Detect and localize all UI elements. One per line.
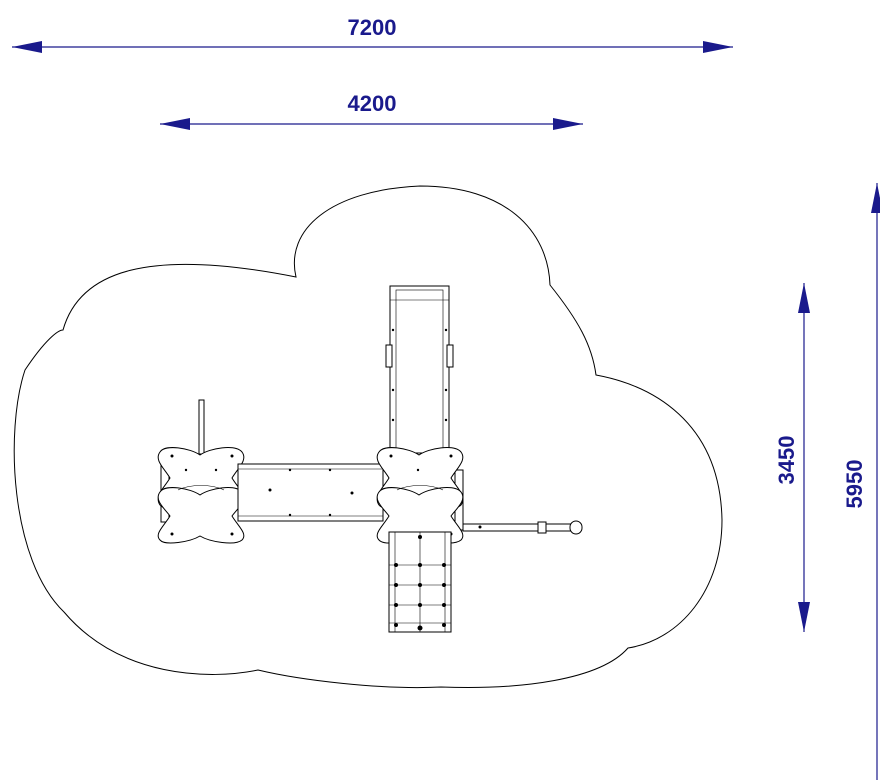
horizontal-pole (462, 520, 583, 535)
left-tower (157, 399, 245, 544)
bridge (237, 463, 384, 522)
dimension-label-inner-depth: 3450 (774, 436, 799, 485)
dimension-overall-width: 7200 (12, 15, 733, 53)
ladder (388, 531, 452, 633)
dimension-label-inner-width: 4200 (348, 91, 397, 116)
dimension-label-overall-depth: 5950 (842, 460, 867, 509)
dimension-label-overall-width: 7200 (348, 15, 397, 40)
right-tower (376, 447, 464, 544)
slide (385, 285, 454, 454)
dimension-overall-depth: 5950 (842, 183, 880, 780)
dimension-inner-depth: 3450 (774, 283, 810, 632)
safety-zone-outline (13, 185, 723, 689)
dimension-inner-width: 4200 (160, 91, 583, 130)
